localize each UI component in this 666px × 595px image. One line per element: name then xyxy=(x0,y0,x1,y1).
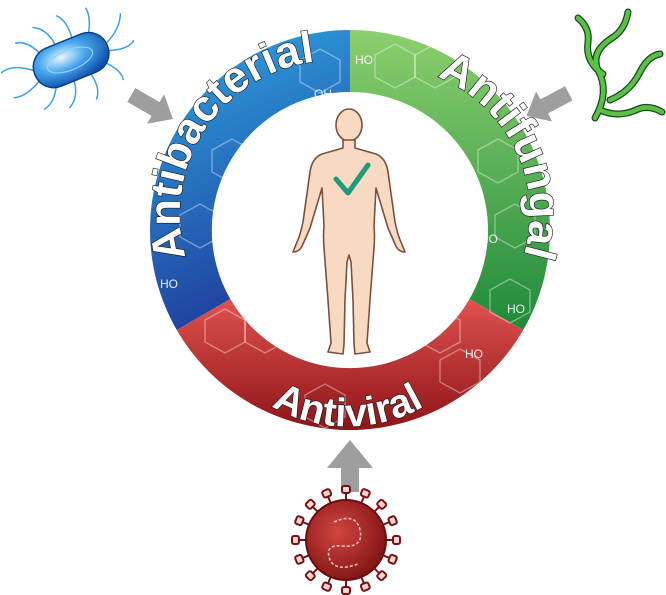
fungus-icon xyxy=(574,8,666,122)
bacterium-icon xyxy=(0,7,135,110)
virus-icon xyxy=(291,485,401,595)
bacteria-arrow xyxy=(127,88,173,124)
chem-label: OH xyxy=(314,87,332,101)
chem-label: HO xyxy=(465,347,483,361)
antibacterial-segment xyxy=(150,30,350,330)
chemical-labels: OH HO HO HO HO HO HO xyxy=(160,53,525,361)
antiviral-segment xyxy=(176,299,524,430)
chem-label: HO xyxy=(507,302,525,316)
chem-label: HO xyxy=(480,232,498,246)
antifungal-segment xyxy=(350,30,550,330)
chem-label: HO xyxy=(160,277,178,291)
human-body-icon xyxy=(292,108,406,355)
checkmark-icon xyxy=(333,162,371,196)
chemical-structure-pattern xyxy=(179,43,536,429)
chem-label: HO xyxy=(355,53,373,67)
chem-label: HO xyxy=(392,103,410,117)
fungus-arrow xyxy=(526,86,573,122)
virus-arrow xyxy=(327,440,373,492)
